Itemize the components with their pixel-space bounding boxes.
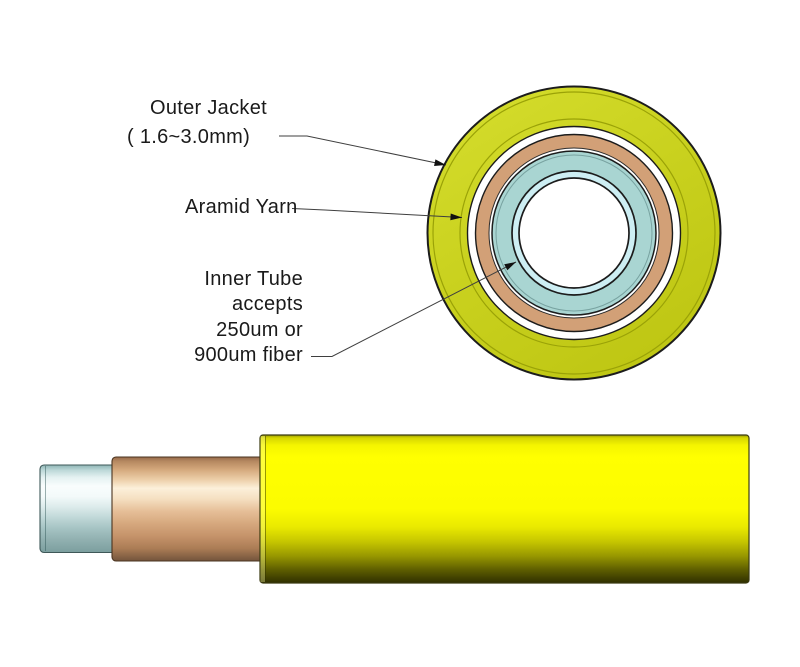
- arrowhead-inner-tube: [504, 262, 516, 271]
- inner-tube-label-line3: 250um or: [216, 318, 303, 341]
- arrowhead-aramid-yarn: [450, 213, 462, 221]
- inner-tube-label-line4: 900um fiber: [194, 344, 303, 367]
- inner-tube-label: Inner Tube accepts 250um or 900um fiber: [140, 267, 303, 369]
- side-view: [39, 434, 750, 584]
- leader-outer-jacket: [279, 135, 447, 166]
- side-aramid-cylinder: [111, 456, 265, 562]
- side-inner-tube-cylinder: [39, 464, 117, 554]
- inner-tube-bevel-line: [495, 154, 653, 312]
- side-jacket-cylinder: [259, 434, 750, 584]
- jacket-inner-bevel-line: [459, 118, 689, 348]
- cross-section-view: [426, 85, 722, 381]
- leader-aramid-yarn: [291, 208, 463, 218]
- inner-tube-label-line2: accepts: [231, 293, 303, 316]
- aramid-yarn-label: Aramid Yarn: [185, 196, 298, 218]
- arrowhead-outer-jacket: [434, 159, 446, 166]
- outer-jacket-label-line2: ( 1.6~3.0mm): [127, 126, 251, 148]
- inner-tube-label-line1: Inner Tube: [204, 268, 303, 290]
- side-jacket-cap-strip: [260, 436, 265, 582]
- outer-jacket-label-line1: Outer Jacket: [150, 97, 267, 119]
- fiber-bore: [518, 177, 630, 289]
- jacket-outer-bevel-line: [432, 91, 716, 375]
- leader-lines: [279, 135, 517, 357]
- leader-inner-tube: [311, 261, 517, 357]
